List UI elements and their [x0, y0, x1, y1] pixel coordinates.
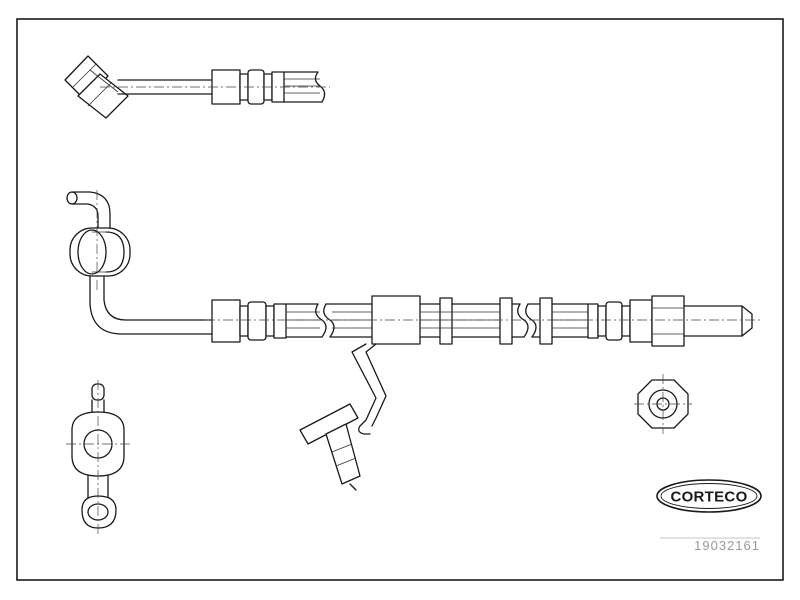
tube-nut	[69, 227, 131, 277]
mounting-bracket	[299, 295, 421, 491]
drawing-frame	[16, 18, 784, 581]
rubber-hose-section-1	[285, 303, 373, 338]
top-detail-view	[64, 55, 330, 119]
end-view-right	[634, 374, 692, 434]
hex-nut-right	[651, 295, 753, 347]
crimp-fitting-left	[211, 299, 287, 343]
part-number: 19032161	[694, 538, 760, 553]
crimp-fitting-right	[587, 299, 653, 343]
bent-pipe	[66, 191, 213, 335]
end-view-left	[66, 380, 130, 534]
rubber-hose-section-2	[419, 297, 589, 345]
corteco-logo: CORTECO	[656, 479, 762, 513]
brand-name: CORTECO	[670, 489, 747, 506]
hose-stub-top	[283, 71, 326, 103]
main-hose-assembly	[66, 190, 760, 491]
angled-end-fitting	[64, 55, 129, 119]
